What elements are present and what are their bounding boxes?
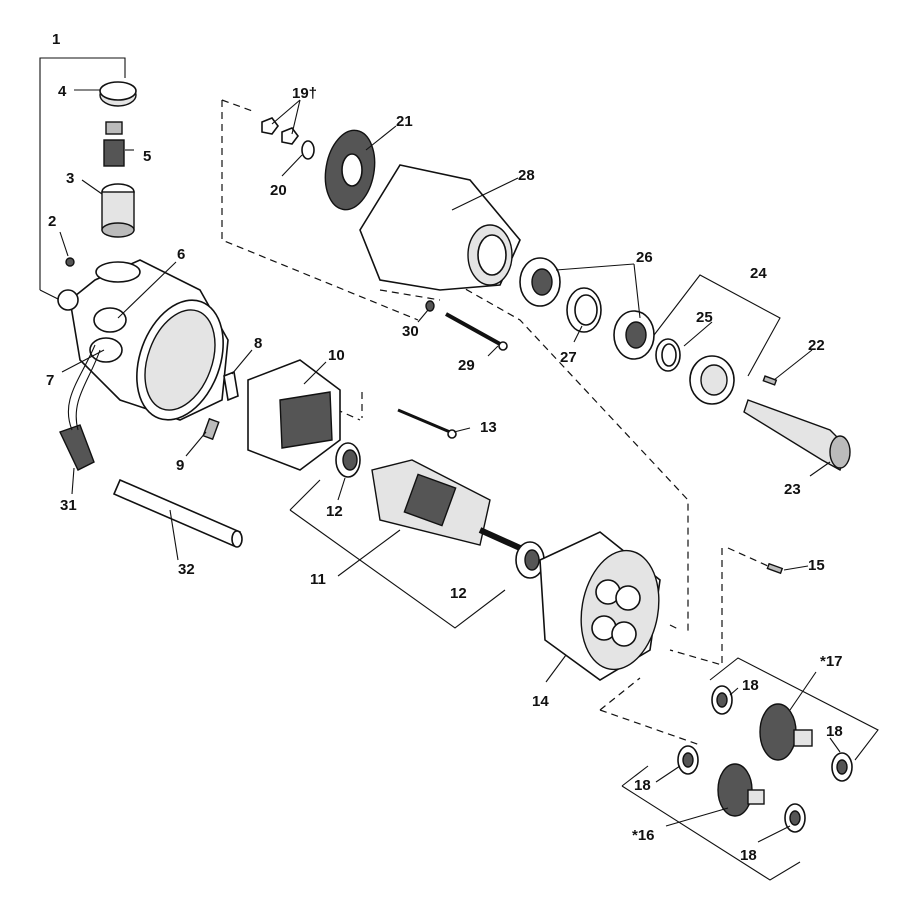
callout-18-b: 18 bbox=[826, 723, 843, 740]
callout-26: 26 bbox=[636, 249, 653, 266]
callout-3: 3 bbox=[66, 170, 74, 187]
callout-15: 15 bbox=[808, 557, 825, 574]
callout-5: 5 bbox=[143, 148, 151, 165]
callout-27: 27 bbox=[560, 349, 577, 366]
callout-20: 20 bbox=[270, 182, 287, 199]
part-24-seal bbox=[689, 355, 735, 405]
part-2-screw bbox=[65, 257, 75, 267]
part-13-screw bbox=[397, 408, 457, 439]
part-4-cap bbox=[99, 81, 137, 107]
part-5-brush bbox=[103, 121, 125, 167]
callout-22: 22 bbox=[808, 337, 825, 354]
callout-28: 28 bbox=[518, 167, 535, 184]
part-32-cord bbox=[112, 478, 243, 548]
callout-9: 9 bbox=[176, 457, 184, 474]
grouping-brackets bbox=[39, 57, 879, 881]
callout-2: 2 bbox=[48, 213, 56, 230]
part-16-gear bbox=[717, 763, 765, 817]
part-29-screw bbox=[445, 312, 508, 351]
part-17-gear bbox=[759, 703, 813, 761]
part-18-bearings bbox=[677, 685, 853, 833]
callout-18-d: 18 bbox=[740, 847, 757, 864]
callout-17: *17 bbox=[820, 653, 843, 670]
callout-10: 10 bbox=[328, 347, 345, 364]
callout-31: 31 bbox=[60, 497, 77, 514]
callout-labels: 1 2 3 4 5 6 7 8 9 10 11 12 12 13 14 15 *… bbox=[46, 31, 843, 864]
callout-16: *16 bbox=[632, 827, 655, 844]
part-10-field bbox=[247, 359, 341, 471]
part-15-pin bbox=[766, 562, 784, 575]
part-26-bearings bbox=[519, 257, 655, 360]
callout-4: 4 bbox=[58, 83, 67, 100]
callout-24: 24 bbox=[750, 265, 767, 282]
part-28-gear-case bbox=[359, 164, 521, 291]
callout-30: 30 bbox=[402, 323, 419, 340]
part-8-clip bbox=[223, 370, 239, 402]
part-31-cord-clamp bbox=[59, 424, 95, 471]
part-3-brush-holder bbox=[101, 183, 135, 238]
part-11-armature bbox=[371, 459, 522, 551]
callout-23: 23 bbox=[784, 481, 801, 498]
part-14-gear-housing bbox=[539, 531, 661, 681]
callout-21: 21 bbox=[396, 113, 413, 130]
callout-18-c: 18 bbox=[634, 777, 651, 794]
callout-6: 6 bbox=[177, 246, 185, 263]
part-21-gear bbox=[324, 129, 376, 211]
callout-8: 8 bbox=[254, 335, 262, 352]
callout-1: 1 bbox=[52, 31, 60, 48]
part-12-bearing-front bbox=[515, 541, 545, 579]
callout-7: 7 bbox=[46, 372, 54, 389]
part-25-ring bbox=[655, 338, 681, 372]
part-7-wires bbox=[67, 344, 101, 431]
callout-19: 19† bbox=[292, 85, 317, 102]
callout-18-a: 18 bbox=[742, 677, 759, 694]
callout-12-lower: 12 bbox=[450, 585, 467, 602]
part-30-oring bbox=[425, 300, 435, 312]
callout-32: 32 bbox=[178, 561, 195, 578]
part-23-shaft bbox=[743, 399, 851, 472]
part-9-screw bbox=[202, 417, 220, 441]
callout-29: 29 bbox=[458, 357, 475, 374]
callout-11: 11 bbox=[310, 571, 326, 588]
part-6-housing bbox=[57, 259, 229, 421]
callout-25: 25 bbox=[696, 309, 713, 326]
part-27-seal bbox=[566, 287, 602, 333]
callout-13: 13 bbox=[480, 419, 497, 436]
part-22-key bbox=[762, 375, 778, 386]
part-20-washer bbox=[301, 140, 315, 160]
callout-leader-lines bbox=[59, 89, 841, 843]
part-12-bearing-rear bbox=[335, 442, 361, 478]
callout-12-upper: 12 bbox=[326, 503, 343, 520]
callout-14: 14 bbox=[532, 693, 549, 710]
